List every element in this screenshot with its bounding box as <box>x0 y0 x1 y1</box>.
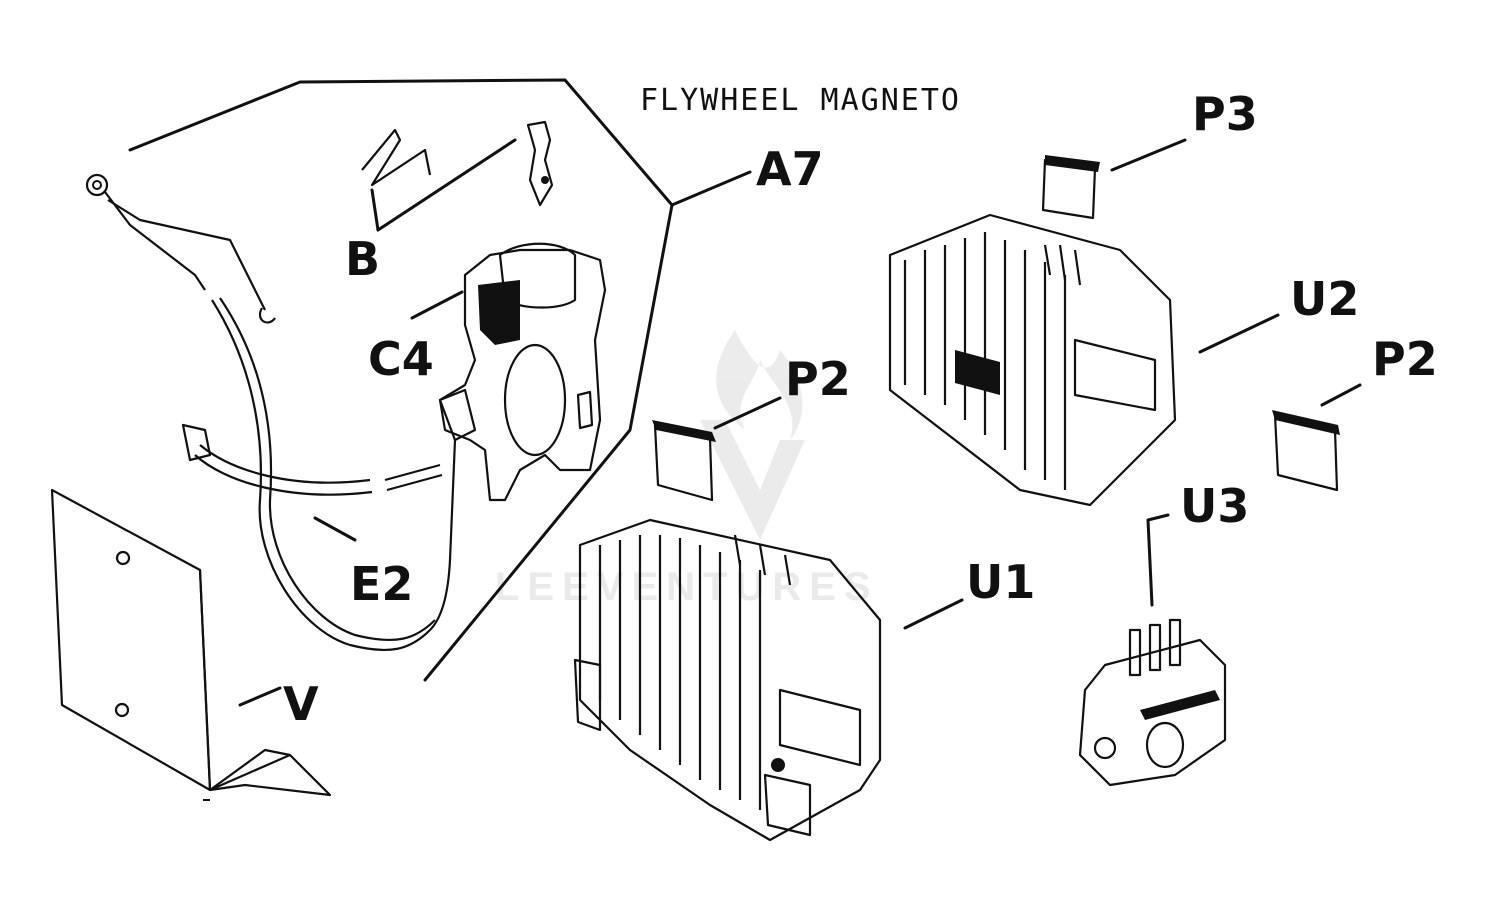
bracket-foot <box>198 569 332 797</box>
u1-tab-side <box>573 658 602 732</box>
long-wire <box>211 299 431 652</box>
terminal-tab <box>576 390 594 430</box>
terminal-lead-2 <box>107 199 266 311</box>
wire-connector <box>181 423 212 462</box>
diagram-title: FLYWHEEL MAGNETO <box>640 83 961 118</box>
part-p2-right <box>1272 410 1340 492</box>
bracket-hole-bottom <box>114 702 130 718</box>
u1-leader <box>903 598 964 630</box>
watermark-v-icon <box>700 420 805 540</box>
label-p2-right: P2 <box>1372 332 1438 386</box>
retainer-clip-hole <box>541 176 549 184</box>
vertical-wire <box>429 439 457 631</box>
cross-wire <box>199 444 371 484</box>
p2-right-top <box>1272 410 1340 435</box>
u2-fins <box>903 232 1067 490</box>
label-e2: E2 <box>350 557 413 611</box>
long-wire-outer <box>219 297 436 642</box>
part-u1-rectifier <box>573 518 882 842</box>
p2-left-top <box>652 420 716 442</box>
label-v: V <box>283 677 319 731</box>
v-leader <box>238 686 282 707</box>
u3-body <box>1078 638 1227 787</box>
label-p2-left: P2 <box>785 352 851 406</box>
u1-terminals <box>733 534 792 586</box>
terminal-lead <box>104 191 206 291</box>
magneto-plate <box>438 248 607 502</box>
label-u3: U3 <box>1180 479 1249 533</box>
u3-mount-hole <box>1093 736 1117 760</box>
label-c4: C4 <box>368 332 434 386</box>
cross-wire-outer <box>194 454 373 496</box>
label-b: B <box>345 232 380 286</box>
part-v-bracket <box>50 488 332 797</box>
label-u1: U1 <box>966 555 1035 609</box>
watermark: LEEVENTURES <box>495 330 879 609</box>
u2-leader <box>1198 313 1280 354</box>
part-p3 <box>1041 155 1100 220</box>
ring-terminal <box>85 173 109 197</box>
u2-terminals <box>1043 244 1082 286</box>
label-a7: A7 <box>756 142 824 196</box>
u1-screw <box>771 758 785 772</box>
ring-terminal-hole <box>92 180 102 190</box>
retainer-clip <box>526 120 554 207</box>
hook-terminal <box>258 307 276 324</box>
watermark-text: LEEVENTURES <box>495 565 879 609</box>
u1-tab <box>763 773 812 837</box>
p2-left-leader <box>713 396 782 430</box>
mount-boss <box>438 388 477 442</box>
u3-leader <box>1146 513 1170 607</box>
p3-top <box>1045 155 1100 172</box>
u2-body <box>888 213 1177 507</box>
part-b-clips <box>361 120 554 207</box>
magneto-group-boundary <box>128 78 674 682</box>
bracket-hole-top <box>115 550 131 566</box>
bracket-plate <box>50 488 212 792</box>
u2-window <box>955 350 1000 395</box>
b-leader-1 <box>370 188 380 232</box>
u3-plate <box>1140 690 1220 720</box>
part-e2-wires <box>85 173 457 652</box>
b-leader-2 <box>376 138 517 232</box>
coil-core <box>478 280 520 345</box>
u2-frame <box>1073 338 1157 412</box>
c4-leader <box>410 290 464 320</box>
u3-boss <box>1145 721 1185 769</box>
magneto-bore <box>503 343 567 457</box>
u3-terminals <box>1128 618 1182 677</box>
spring-clip <box>361 128 432 187</box>
u1-fins <box>598 535 762 810</box>
u1-body <box>578 518 882 842</box>
bracket-foot-edge <box>209 748 291 791</box>
coil-housing <box>498 242 577 309</box>
e2-leader <box>313 516 357 542</box>
label-u2: U2 <box>1290 272 1359 326</box>
a7-leader <box>670 170 752 207</box>
u1-frame <box>778 688 862 767</box>
label-p3: P3 <box>1192 87 1258 141</box>
part-c4-magneto <box>438 242 607 502</box>
part-p2-left <box>652 420 716 502</box>
watermark-flame-icon <box>716 330 803 440</box>
p3-leader <box>1110 138 1187 172</box>
p2-right-leader <box>1320 383 1362 407</box>
part-u3-rectifier <box>1078 618 1227 787</box>
part-u2-rectifier <box>888 213 1177 507</box>
cross-wire-right <box>384 463 443 492</box>
